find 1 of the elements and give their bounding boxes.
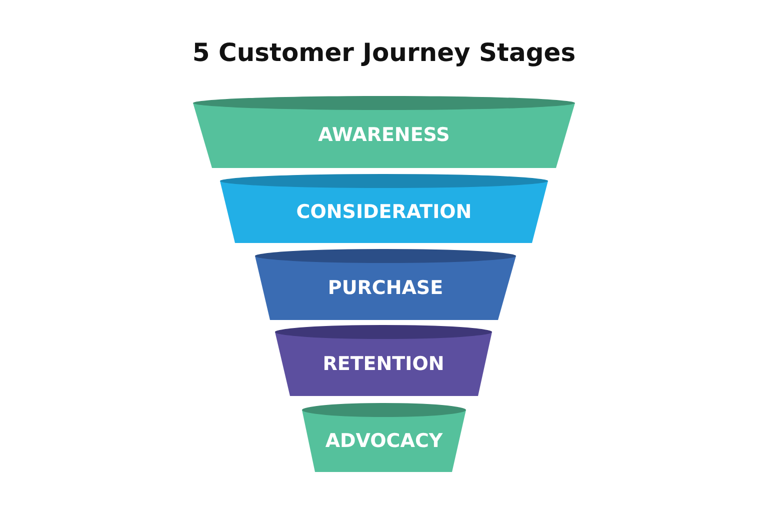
- diagram-title: 5 Customer Journey Stages: [191, 38, 577, 67]
